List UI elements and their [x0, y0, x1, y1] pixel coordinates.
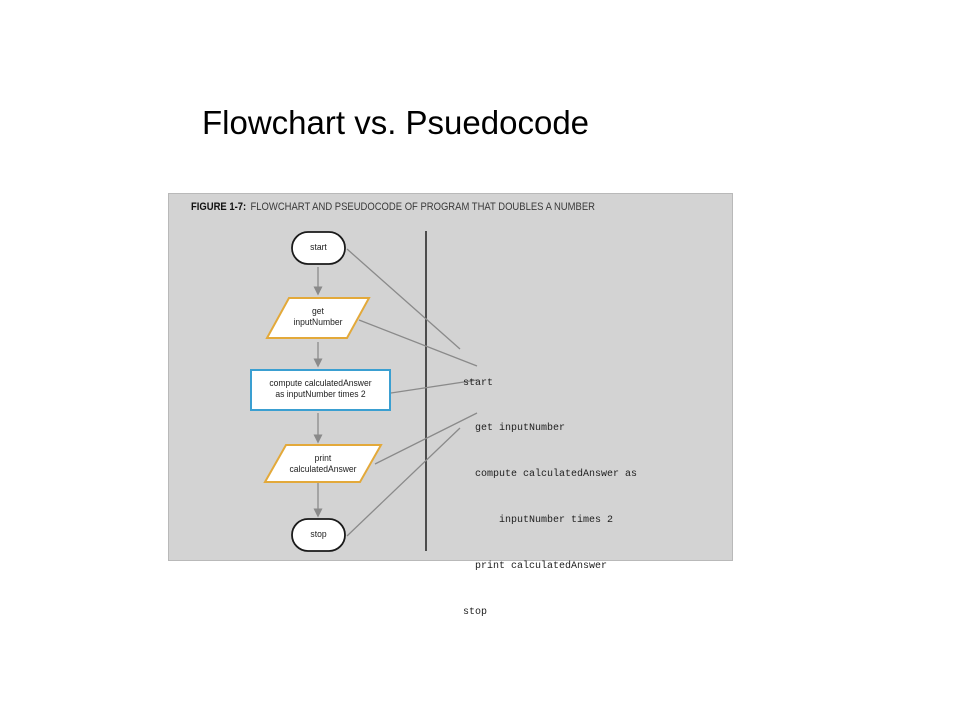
pseudocode-line: inputNumber times 2 [463, 515, 614, 527]
pseudocode-block: start get inputNumber compute calculated… [463, 345, 637, 651]
pseudocode-line: stop [463, 607, 488, 619]
process-label-line-2: as inputNumber times 2 [275, 389, 366, 400]
pseudocode-line: compute calculatedAnswer as [463, 469, 638, 481]
output-label-line-1: print [314, 453, 332, 464]
output-label: print calculatedAnswer [271, 453, 375, 475]
figure-caption-label: FIGURE 1-7: [191, 201, 247, 213]
output-parallelogram [263, 444, 383, 483]
input-label-line-2: inputNumber [293, 317, 343, 328]
pseudocode-line: start [463, 377, 494, 389]
start-label: start [310, 242, 327, 253]
process-label-line-1: compute calculatedAnswer [269, 378, 372, 389]
start-terminator [291, 231, 346, 265]
input-parallelogram [265, 297, 371, 339]
stop-terminator [291, 518, 346, 552]
input-label-line-1: get [312, 306, 324, 317]
connector-input [358, 319, 478, 367]
flowchart-diagram [250, 231, 478, 552]
connector-start [346, 248, 461, 350]
input-label: get inputNumber [273, 306, 363, 328]
pseudocode-line: print calculatedAnswer [463, 561, 608, 573]
connector-output [374, 412, 478, 465]
figure-caption-text: FLOWCHART AND PSEUDOCODE OF PROGRAM THAT… [250, 201, 595, 213]
figure-caption: FIGURE 1-7:FLOWCHART AND PSEUDOCODE OF P… [191, 201, 595, 213]
process-label: compute calculatedAnswer as inputNumber … [258, 378, 383, 400]
connector-process [390, 379, 478, 394]
pseudocode-line: get inputNumber [463, 423, 566, 435]
connector-stop [346, 427, 461, 537]
process-rectangle [250, 369, 391, 411]
slide-title: Flowchart vs. Psuedocode [202, 104, 590, 141]
stop-label: stop [310, 529, 327, 540]
output-label-line-2: calculatedAnswer [289, 464, 357, 475]
figure-panel: FIGURE 1-7:FLOWCHART AND PSEUDOCODE OF P… [168, 193, 733, 618]
